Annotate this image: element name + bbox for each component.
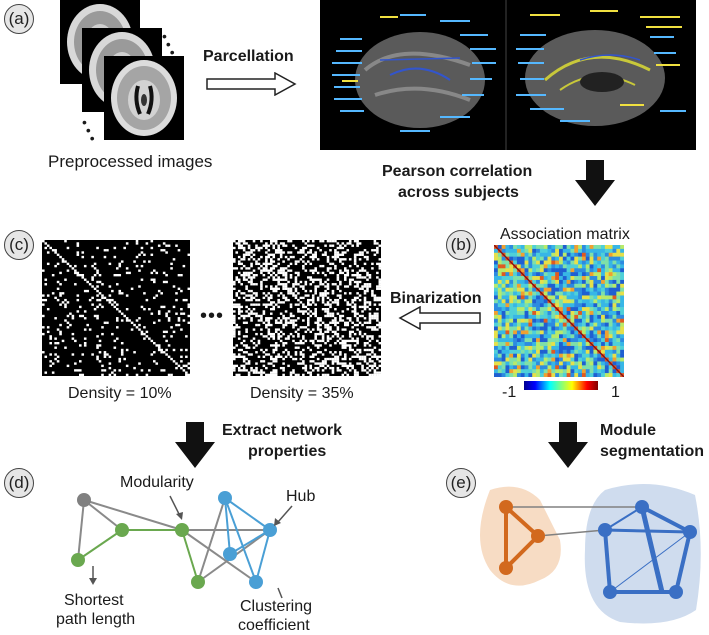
- extract-arrow-down: [175, 422, 215, 468]
- node-gray: [77, 493, 91, 507]
- pearson-label-line1: Pearson correlation: [382, 163, 533, 180]
- panel-label-c: (c): [4, 230, 34, 260]
- edge: [224, 497, 257, 583]
- pointer-arrowhead: [176, 512, 183, 520]
- edge: [181, 529, 199, 583]
- module-arrow-down: [548, 422, 588, 468]
- edge: [609, 531, 691, 593]
- binarization-arrow: [398, 306, 481, 330]
- edge: [224, 497, 271, 531]
- edge: [77, 529, 123, 561]
- module-graph: [480, 484, 701, 624]
- association-matrix: [494, 245, 624, 377]
- parcellation-arrow: [206, 72, 297, 96]
- modularity-label: Modularity: [120, 474, 194, 491]
- binary-ellipsis: •••: [200, 305, 225, 327]
- module-label-line1: Module: [600, 422, 656, 439]
- edge: [674, 531, 692, 593]
- module-label-line2: segmentation: [600, 443, 705, 460]
- colorbar-max-label: 1: [611, 384, 620, 401]
- edge: [604, 506, 643, 531]
- stack-dots-top: • • •: [162, 28, 175, 60]
- extract-label-line1: Extract network: [222, 422, 343, 439]
- binarization-label: Binarization: [390, 290, 482, 307]
- edge: [224, 497, 231, 555]
- node-orange: [499, 561, 513, 575]
- node-blue: [249, 575, 263, 589]
- pointer-line: [277, 505, 293, 523]
- binary-matrix-10pct: [42, 240, 190, 376]
- edge: [83, 499, 183, 531]
- edge: [641, 505, 691, 534]
- pearson-arrow-down: [575, 160, 615, 206]
- association-matrix-title: Association matrix: [500, 226, 630, 243]
- edge: [604, 528, 691, 534]
- mri-stack: • • • • • •: [60, 0, 190, 150]
- preprocessed-label: Preprocessed images: [48, 152, 213, 171]
- panel-label-a: (a): [4, 4, 34, 34]
- edge: [77, 499, 85, 561]
- edge: [181, 529, 257, 583]
- parcellation-label: Parcellation: [203, 48, 294, 65]
- edge: [197, 497, 226, 583]
- pearson-label-line2: across subjects: [398, 184, 519, 201]
- colorbar: [524, 381, 598, 390]
- shortest-path-label-line1: Shortest: [64, 592, 124, 609]
- edge: [504, 534, 540, 570]
- hub-label: Hub: [286, 488, 316, 505]
- edge: [504, 505, 540, 538]
- edge: [537, 529, 606, 537]
- node-blue-hub: [263, 523, 277, 537]
- edge: [639, 506, 665, 593]
- pointer-line: [169, 495, 181, 517]
- node-green: [191, 575, 205, 589]
- node-blue: [669, 585, 683, 599]
- pointer-arrowhead: [274, 518, 281, 526]
- colorbar-min-label: -1: [502, 384, 517, 401]
- network-graph: [71, 491, 293, 599]
- extract-label-line2: properties: [248, 443, 327, 460]
- node-orange: [531, 529, 545, 543]
- panel-label-e: (e): [446, 468, 476, 498]
- edge: [255, 529, 271, 583]
- pointer-line: [277, 587, 283, 599]
- node-blue: [603, 585, 617, 599]
- clustering-label-line2: coefficient: [238, 617, 310, 634]
- pointer-arrowhead: [89, 578, 97, 585]
- node-blue: [598, 523, 612, 537]
- node-green: [175, 523, 189, 537]
- panel-label-b: (b): [446, 230, 476, 260]
- node-blue: [223, 547, 237, 561]
- panel-label-d: (d): [4, 468, 34, 498]
- clustering-label-line1: Clustering: [240, 598, 313, 615]
- mri-slice-3: [104, 56, 184, 140]
- stack-dots-bottom: • • •: [82, 114, 95, 146]
- node-blue: [683, 525, 697, 539]
- module-orange-region: [480, 486, 561, 586]
- node-green: [71, 553, 85, 567]
- node-green: [115, 523, 129, 537]
- edge: [83, 499, 123, 531]
- density-high-label: Density = 35%: [250, 385, 354, 402]
- parcellation-image: [320, 0, 696, 150]
- node-blue: [218, 491, 232, 505]
- edge: [229, 529, 271, 555]
- edge: [603, 529, 612, 593]
- node-blue: [635, 500, 649, 514]
- node-orange: [499, 500, 513, 514]
- binary-matrix-35pct: [233, 240, 381, 376]
- shortest-path-label-line2: path length: [56, 611, 136, 628]
- density-low-label: Density = 10%: [68, 385, 172, 402]
